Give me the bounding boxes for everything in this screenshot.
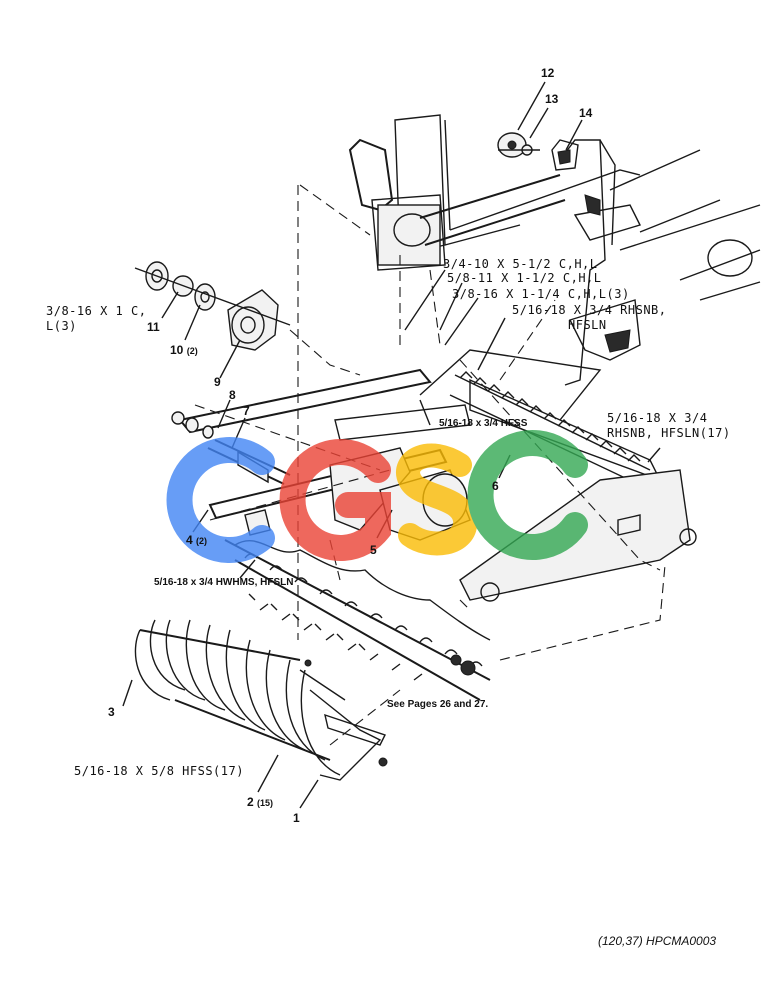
callout-8: 8 [229, 388, 236, 402]
callout-12: 12 [541, 66, 555, 80]
hardware-label-3-4-10: 3/4-10 X 5-1/2 C,H,L [443, 257, 598, 271]
callout-3: 3 [108, 705, 115, 719]
upper-frame [348, 114, 761, 386]
callout-11: 11 [147, 320, 160, 334]
tine-bar-assembly [224, 539, 491, 701]
hardware-label-hwhms: 5/16-18 x 3/4 HWHMS, HFSLN [154, 577, 294, 588]
watermark-letter-s [396, 443, 477, 556]
callout-1: 1 [293, 811, 300, 825]
hardware-label-hfss-17: 5/16-18 X 5/8 HFSS(17) [74, 764, 244, 778]
tooth-row [459, 371, 641, 462]
figure-caption: (120,37) HPCMA0003 [598, 934, 717, 948]
callout-7: 7 [243, 404, 250, 418]
callout-6: 6 [492, 479, 499, 493]
hardware-label-cap-screw-3-8x1: 3/8-16 X 1 C,L(3) [46, 304, 147, 333]
watermark-letter-g [279, 439, 391, 561]
callout-2: 2 (15) [247, 795, 274, 809]
header-frame [171, 349, 697, 602]
stripper-bands [134, 619, 388, 781]
callout-14: 14 [579, 106, 593, 120]
hub-assembly [134, 261, 291, 351]
watermark-letter-c1 [166, 437, 275, 563]
hardware-label-3-8-16: 3/8-16 X 1-1/4 C,H,L(3) [452, 287, 630, 301]
callout-9: 9 [214, 375, 221, 389]
callout-5: 5 [370, 543, 377, 557]
callout-4: 4 (2) [186, 533, 208, 547]
assembly-guide-lines [194, 184, 666, 746]
hardware-label-5-8-11: 5/8-11 X 1-1/2 C,H,L [447, 271, 602, 285]
callout-13: 13 [545, 92, 559, 106]
callout-10: 10 (2) [170, 343, 198, 357]
see-pages-note: See Pages 26 and 27. [387, 699, 489, 710]
watermark [166, 430, 588, 563]
watermark-letter-c2 [467, 430, 588, 560]
hardware-label-hfss: 5/16-18 x 3/4 HFSS [439, 418, 528, 429]
hardware-label-rhsnb: 5/16-18 X 3/4 RHSNB,HFSLN [512, 303, 667, 332]
